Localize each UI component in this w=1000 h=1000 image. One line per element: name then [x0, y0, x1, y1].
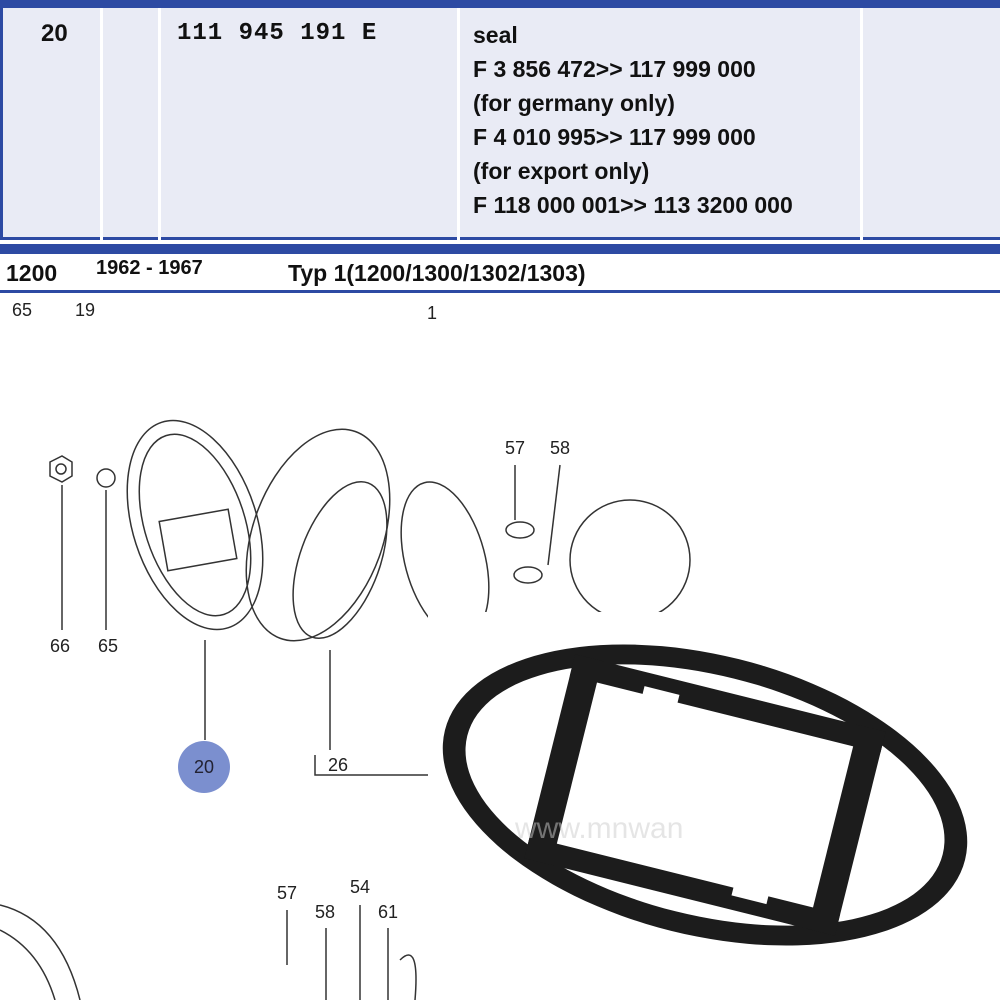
callout-label: 66 — [50, 636, 71, 656]
description-line: seal — [473, 22, 518, 48]
column-divider — [158, 8, 161, 248]
part-description: seal F 3 856 472>> 117 999 000 (for germ… — [473, 18, 793, 222]
position-number: 20 — [41, 20, 68, 47]
callout-label: 54 — [350, 877, 371, 897]
type-label: Typ 1(1200/1300/1302/1303) — [288, 260, 586, 286]
callout-label: 57 — [277, 883, 298, 903]
watermark: www.mnwan — [515, 812, 684, 845]
callout-label: 57 — [505, 438, 526, 458]
section-divider — [0, 244, 1000, 254]
description-line: F 4 010 995>> 117 999 000 — [473, 124, 756, 150]
callout-label: 58 — [315, 902, 336, 922]
column-divider — [860, 8, 863, 248]
table-top-border — [0, 0, 1000, 8]
model-label: 1200 — [6, 260, 58, 286]
column-divider — [100, 8, 103, 248]
callout-label: 61 — [378, 902, 399, 922]
description-line: F 118 000 001>> 113 3200 000 — [473, 192, 793, 218]
callout-label: 65 — [98, 636, 119, 656]
year-range: 1962 - 1967 — [96, 257, 203, 279]
washer-icon — [96, 468, 116, 488]
highlighted-callout: 20 — [178, 741, 230, 793]
gasket-drawing — [126, 419, 264, 631]
bulb-icon — [513, 566, 543, 584]
description-line: F 3 856 472>> 117 999 000 — [473, 56, 756, 82]
table-row: 20 111 945 191 E seal F 3 856 472>> 117 … — [0, 8, 1000, 248]
nut-icon — [49, 455, 73, 483]
description-line: (for export only) — [473, 158, 650, 184]
ref-label: 65 — [12, 300, 33, 320]
callout-label: 26 — [328, 755, 349, 775]
bulb-icon — [505, 521, 535, 539]
section-header: 1200 1962 - 1967 Typ 1(1200/1300/1302/13… — [0, 254, 1000, 293]
ref-label: 1 — [427, 303, 438, 323]
callout-label: 58 — [550, 438, 571, 458]
housing-drawing — [245, 428, 391, 642]
ref-label: 19 — [75, 300, 96, 320]
description-line: (for germany only) — [473, 90, 675, 116]
part-number: 111 945 191 E — [177, 20, 378, 47]
column-divider — [457, 8, 460, 248]
